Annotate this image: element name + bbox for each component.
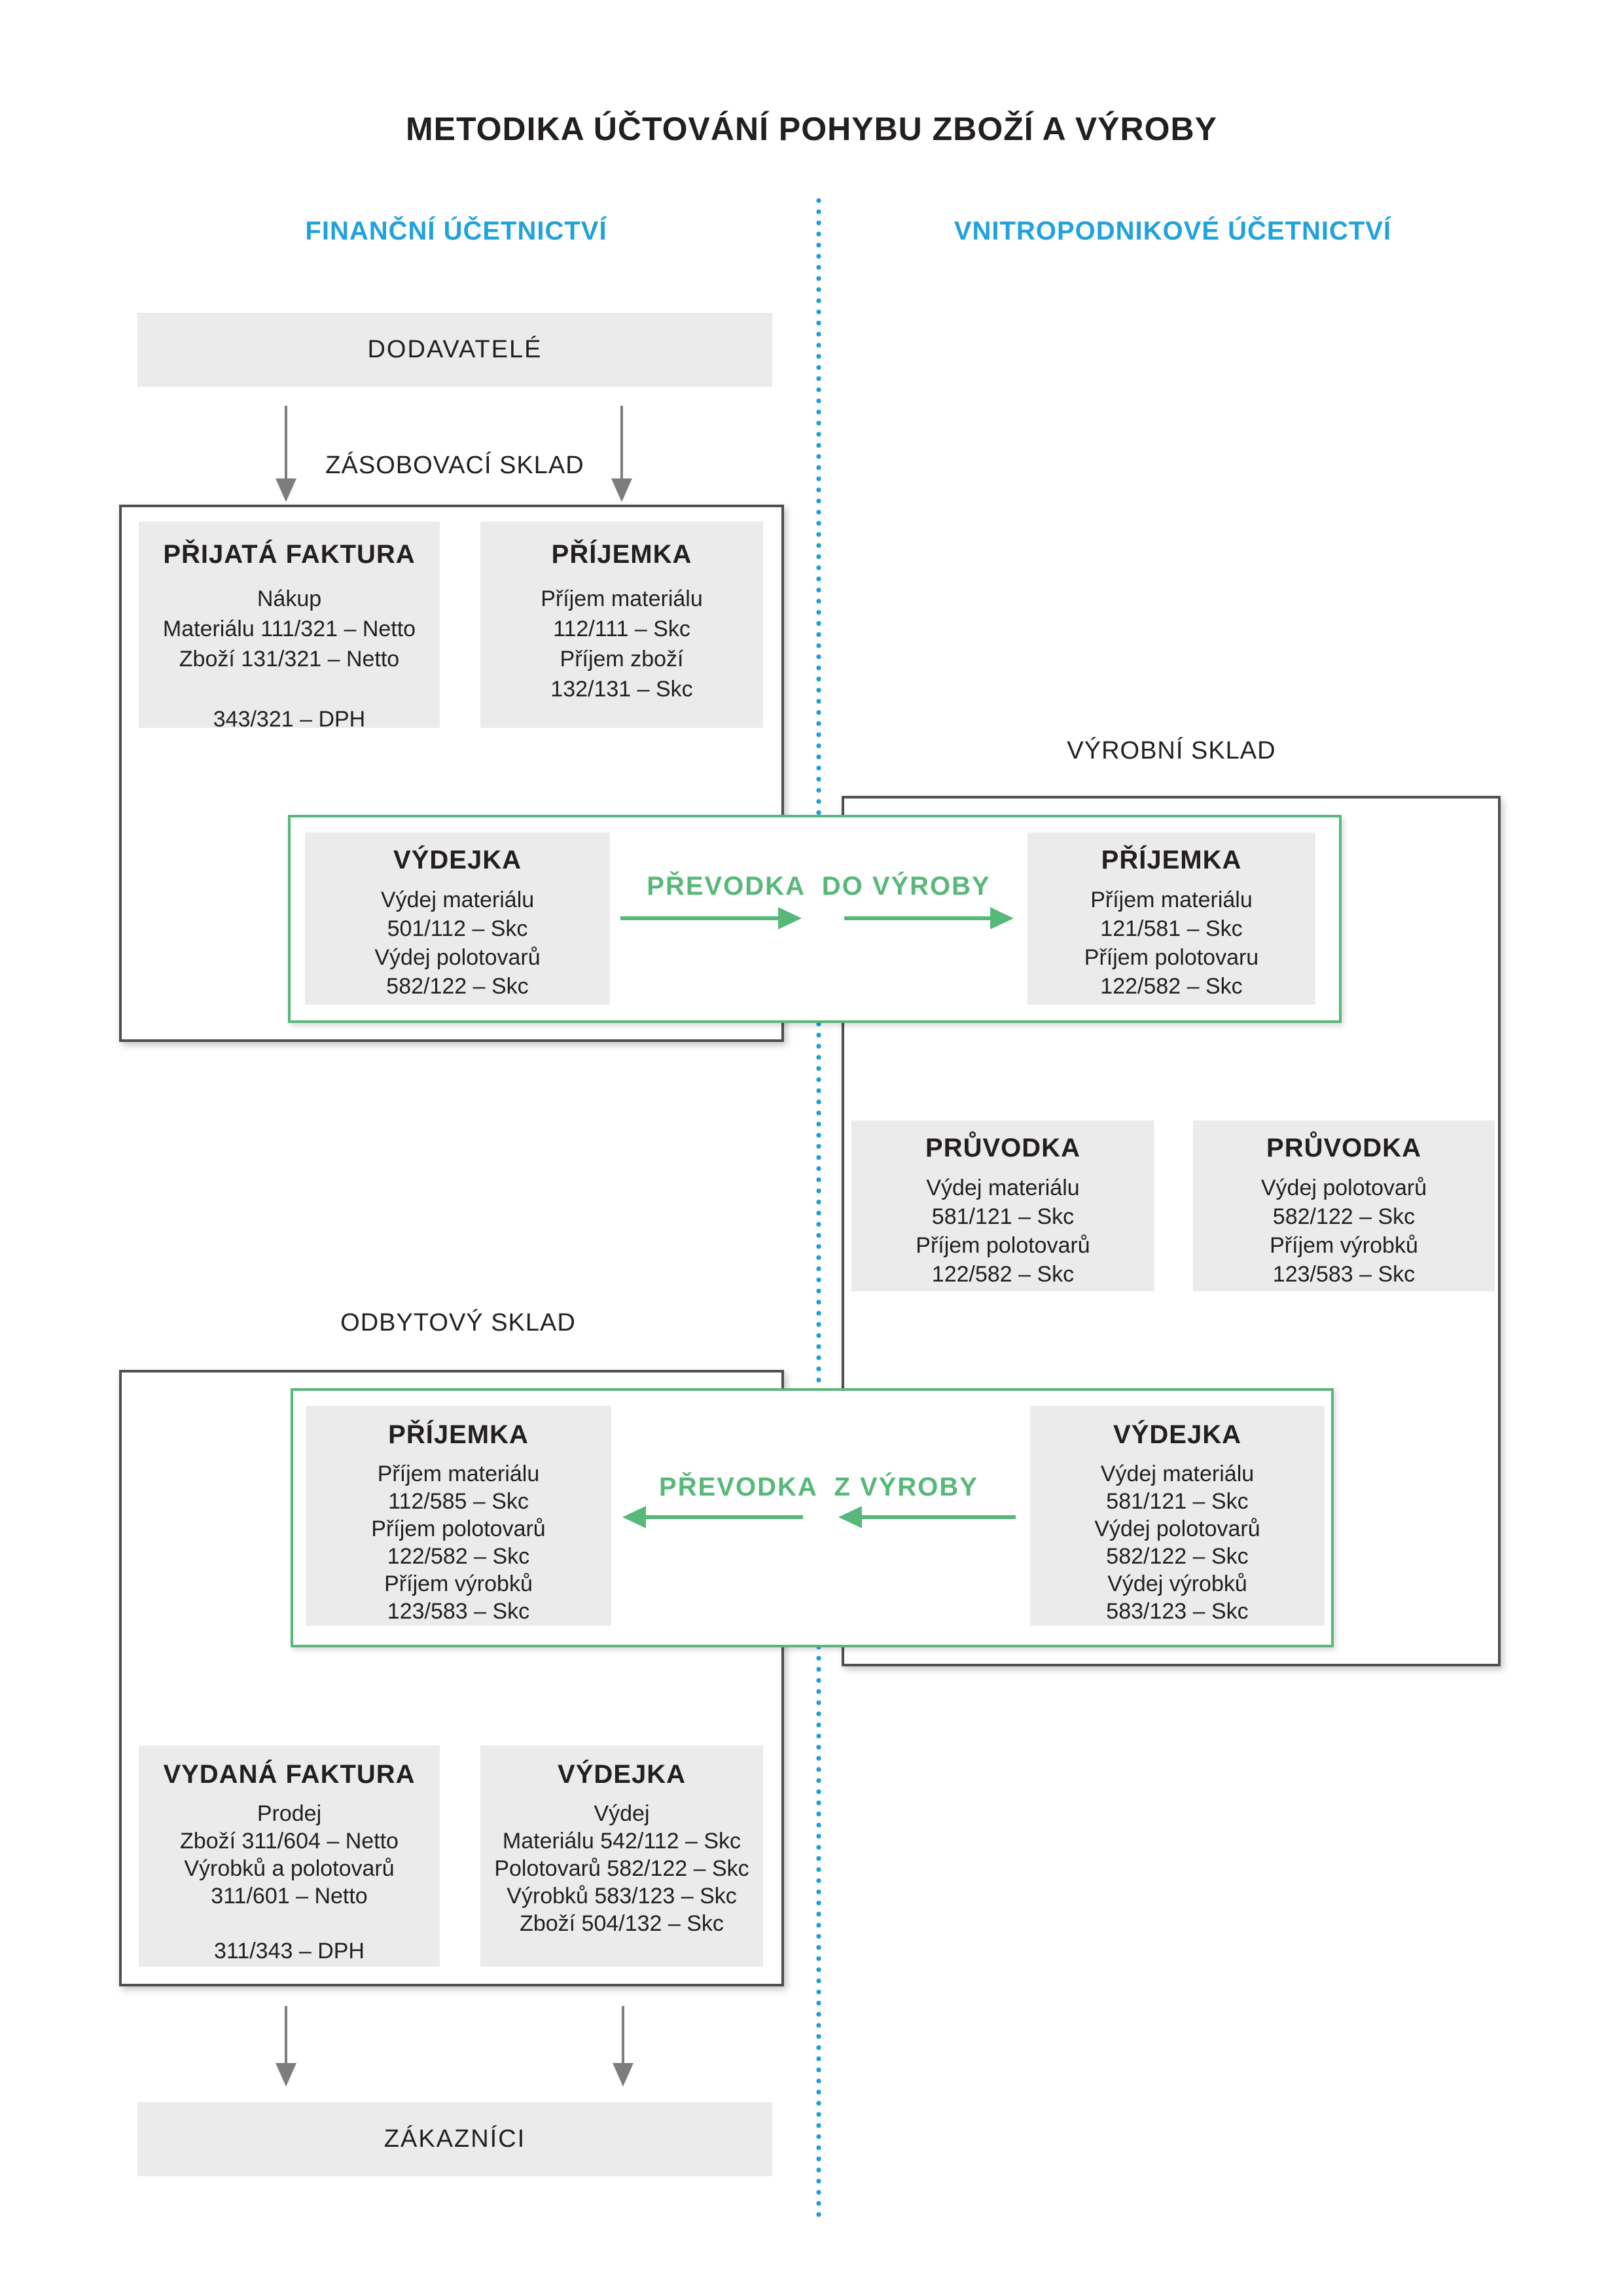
dotted-divider-line: [816, 195, 821, 2219]
card-title: VÝDEJKA: [1113, 1420, 1241, 1449]
card-title: PŘÍJEMKA: [551, 540, 692, 569]
card-line: Příjem polotovarů: [916, 1233, 1090, 1258]
card-line: Výdej polotovarů: [1094, 1516, 1260, 1541]
section-label-production-warehouse: VÝROBNÍ SKLAD: [1067, 737, 1276, 764]
card-title: VYDANÁ FAKTURA: [163, 1760, 416, 1789]
card-line: 123/583 – Skc: [1272, 1262, 1416, 1287]
card-title: PŘÍJEMKA: [388, 1420, 529, 1449]
card-line: Výrobků a polotovarů: [184, 1856, 395, 1881]
card-line: Příjem zboží: [560, 647, 684, 672]
card-line: Příjem materiálu: [1090, 888, 1253, 912]
card-line: 122/582 – Skc: [931, 1262, 1075, 1287]
column-header-financial: FINANČNÍ ÚČETNICTVÍ: [305, 217, 607, 245]
card-line: 343/321 – DPH: [213, 707, 366, 728]
left-arrow-icon: [645, 1515, 803, 1519]
card-line: Zboží 504/132 – Skc: [520, 1911, 724, 1936]
card-line: Příjem polotovaru: [1084, 945, 1259, 970]
card-line: 122/582 – Skc: [1100, 974, 1243, 999]
card-line: Výdej polotovarů: [1260, 1175, 1427, 1200]
card-line: Polotovarů 582/122 – Skc: [494, 1856, 749, 1881]
transfer-label-from-production: PŘEVODKA Z VÝROBY: [659, 1473, 978, 1501]
card-line: Výdej: [594, 1801, 650, 1826]
column-header-internal: VNITROPODNIKOVÉ ÚČETNICTVÍ: [954, 217, 1392, 245]
card-line: Prodej: [257, 1801, 322, 1826]
card-line: Výrobků 583/123 – Skc: [507, 1884, 737, 1909]
card-line: 112/111 – Skc: [553, 617, 690, 641]
down-arrow-icon: [620, 406, 623, 479]
card-title: PŘÍJEMKA: [1101, 846, 1242, 874]
card-line: 311/601 – Netto: [211, 1884, 368, 1909]
card-line: Materiálu 542/112 – Skc: [502, 1829, 741, 1854]
card-title: PRŮVODKA: [925, 1134, 1080, 1162]
card-line: Příjem materiálu: [377, 1462, 540, 1486]
card-line: 583/123 – Skc: [1106, 1599, 1249, 1624]
section-label-supply-warehouse: ZÁSOBOVACÍ SKLAD: [325, 452, 584, 479]
card-line: 581/121 – Skc: [1106, 1489, 1249, 1514]
right-arrow-icon: [620, 916, 779, 920]
card-line: [139, 1910, 440, 1937]
card-line: 123/583 – Skc: [387, 1599, 530, 1624]
customers-banner: ZÁKAZNÍCI: [137, 2102, 772, 2176]
card-line: 132/131 – Skc: [550, 677, 693, 702]
card-line: Zboží 131/321 – Netto: [179, 647, 400, 672]
transfer-label-to-production: PŘEVODKA DO VÝROBY: [647, 872, 991, 901]
card-line: Nákup: [257, 586, 322, 611]
card-line: Příjem materiálu: [541, 586, 703, 611]
card-line: 121/581 – Skc: [1100, 916, 1243, 941]
card-line: Výdej materiálu: [380, 888, 535, 912]
card-line: Příjem výrobků: [384, 1571, 533, 1596]
card-line: Zboží 311/604 – Netto: [180, 1829, 399, 1854]
down-arrow-icon: [285, 2006, 287, 2064]
page-title: METODIKA ÚČTOVÁNÍ POHYBU ZBOŽÍ A VÝROBY: [405, 111, 1217, 147]
card-line: Výdej výrobků: [1107, 1571, 1247, 1596]
card-line: 112/585 – Skc: [388, 1489, 529, 1514]
card-title: PŘIJATÁ FAKTURA: [163, 540, 416, 569]
card-line: Výdej materiálu: [926, 1175, 1080, 1200]
down-arrow-icon: [622, 2006, 624, 2064]
right-arrow-icon: [844, 916, 991, 920]
down-arrow-icon: [285, 406, 287, 479]
card-line: 501/112 – Skc: [387, 916, 528, 941]
card-line: 122/582 – Skc: [387, 1544, 530, 1569]
section-label-sales-warehouse: ODBYTOVÝ SKLAD: [340, 1309, 576, 1336]
left-arrow-icon: [861, 1515, 1016, 1519]
card-line: Příjem polotovarů: [371, 1516, 546, 1541]
card-line: 311/343 – DPH: [214, 1939, 365, 1964]
card-line: [139, 674, 440, 704]
suppliers-banner: DODAVATELÉ: [137, 313, 772, 387]
card-line: 582/122 – Skc: [1272, 1204, 1416, 1229]
card-title: VÝDEJKA: [558, 1760, 686, 1789]
card-line: 581/121 – Skc: [931, 1204, 1075, 1229]
card-line: Výdej materiálu: [1100, 1462, 1255, 1486]
card-line: 582/122 – Skc: [1106, 1544, 1249, 1569]
card-line: Příjem výrobků: [1270, 1233, 1418, 1258]
card-line: 582/122 – Skc: [386, 974, 529, 999]
card-title: VÝDEJKA: [393, 846, 522, 874]
card-line: Výdej polotovarů: [374, 945, 541, 970]
card-line: Materiálu 111/321 – Netto: [162, 617, 416, 641]
card-title: PRŮVODKA: [1266, 1134, 1421, 1162]
